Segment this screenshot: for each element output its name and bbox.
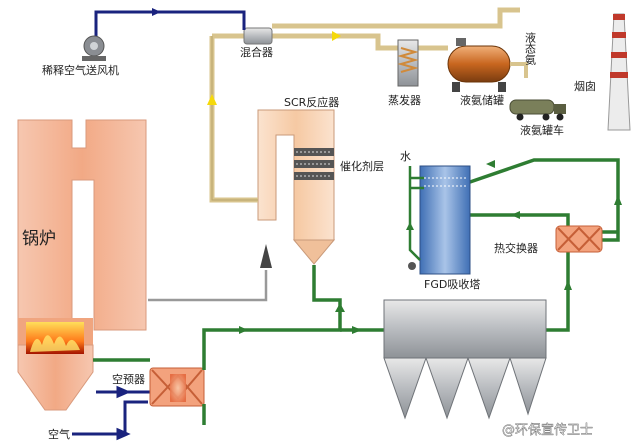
arrow-yellow-icon <box>207 94 217 105</box>
tanker-label: 液氨罐车 <box>520 123 564 137</box>
catalyst-layers <box>294 148 334 180</box>
fgd-label: FGD吸收塔 <box>424 277 480 291</box>
fan-icon <box>82 35 106 61</box>
arrow-up-icon <box>260 244 272 268</box>
water-line <box>408 166 424 261</box>
mixer-label: 混合器 <box>240 45 273 59</box>
boiler <box>17 119 147 411</box>
flow-arrows-green <box>239 160 622 334</box>
air-inlet-pipe <box>72 385 152 441</box>
air-preheater-label: 空预器 <box>112 372 145 386</box>
water-label: 水 <box>400 150 411 163</box>
heat-exchanger-label: 热交换器 <box>494 241 538 255</box>
boiler-scr-duct <box>148 270 268 302</box>
scr-reactor <box>257 109 336 268</box>
svg-text:液态氨: 液态氨 <box>524 31 537 66</box>
air-preheater <box>149 367 205 407</box>
ammonia-tanker-truck <box>509 99 566 121</box>
pump-icon <box>408 262 416 270</box>
catalyst-label: 催化剂层 <box>340 159 384 173</box>
ammonia-storage-tank <box>447 38 528 92</box>
fan-air-line <box>94 10 246 40</box>
chimney-label: 烟囱 <box>574 79 596 93</box>
scr-label: SCR反应器 <box>284 95 339 109</box>
air-label: 空气 <box>48 427 70 441</box>
mixer <box>243 27 273 45</box>
watermark: @环保宣传卫士 <box>502 422 593 438</box>
chimney <box>607 13 631 131</box>
ammonia-tank-label: 液氨储罐 <box>460 93 504 107</box>
fgd-absorber <box>419 165 471 275</box>
heat-exchanger <box>555 225 603 253</box>
boiler-label: 锅炉 <box>22 229 56 249</box>
electrostatic-precipitator <box>383 299 547 420</box>
fan-label: 稀释空气送风机 <box>42 63 119 77</box>
liquid-ammonia-label: 液态氨 <box>524 31 537 66</box>
evaporator <box>397 39 419 87</box>
evaporator-label: 蒸发器 <box>388 93 421 107</box>
